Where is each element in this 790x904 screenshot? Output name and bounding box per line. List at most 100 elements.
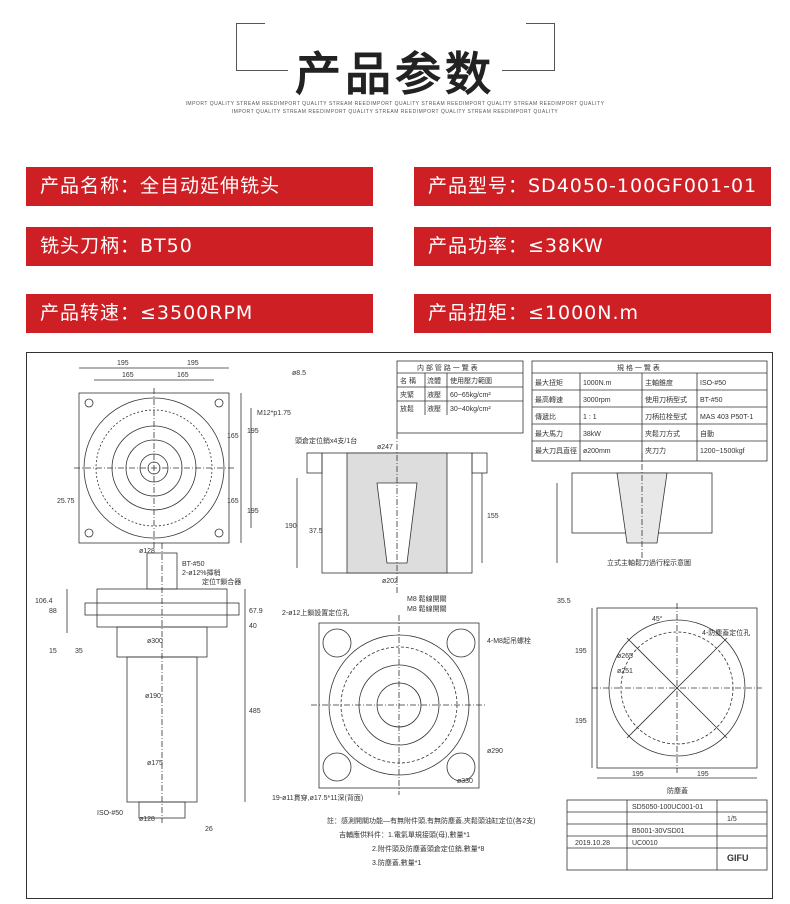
tagline-line1: IMPORT QUALITY STREAM REEDIMPORT QUALITY…	[185, 101, 605, 107]
dim-label: 195	[247, 508, 259, 515]
dim-label: 15	[49, 648, 57, 655]
title-underline-left	[236, 70, 288, 71]
title-block-code: UC0010	[632, 840, 658, 847]
dim-label: 195	[117, 360, 129, 367]
title-underline-right	[502, 70, 554, 71]
spec-speed: 产品转速：≤3500RPM	[26, 294, 373, 333]
spec-cell: 刀柄拉栓型式	[645, 412, 687, 421]
spec-tool-shank: 铣头刀柄：BT50	[26, 227, 373, 266]
dim-label: 195	[247, 428, 259, 435]
note-line: 註：感測開關功能—有無附件頭,有無防塵蓋,夾鬆頭油缸定位(各2支)	[327, 816, 535, 825]
dim-label: 67.9	[249, 608, 263, 615]
spec-cell: 最大扭矩	[535, 378, 563, 387]
dim-label: 防塵蓋	[667, 786, 688, 795]
dim-label: 88	[49, 608, 57, 615]
note-line: 2.附件頭及防塵蓋頭倉定位銷,數量*8	[372, 844, 485, 853]
spec-cell: 主軸錐度	[645, 378, 673, 387]
title-bracket-left	[236, 23, 265, 71]
dim-label: ø290	[487, 748, 503, 755]
spec-cell: 1 : 1	[583, 414, 597, 421]
dim-label: ø128	[139, 816, 155, 823]
pipe-cell: 液壓	[427, 404, 441, 413]
spec-cell: 38kW	[583, 431, 601, 438]
dim-label: 35	[75, 648, 83, 655]
spec-cell: ISO-#50	[700, 380, 726, 387]
title-block	[566, 799, 768, 871]
page-title: 产品参数	[295, 47, 495, 101]
spec-cell: 3000rpm	[583, 397, 611, 404]
dim-label: ø128	[139, 548, 155, 555]
spec-cell: BT-#50	[700, 397, 723, 404]
spec-cell: 夾刀力	[645, 446, 666, 455]
pipe-header-name: 名 稱	[400, 376, 416, 385]
note-line: 吉輔應供料件：1.電氣單規接頭(母),數量*1	[339, 830, 470, 839]
dim-label: 35.5	[557, 598, 571, 605]
dim-label: 195	[575, 718, 587, 725]
pipe-cell: 60~65kg/cm²	[450, 392, 491, 399]
title-block-scale: 1/5	[727, 816, 737, 823]
pipe-cell: 30~40kg/cm²	[450, 406, 491, 413]
dim-label: 立式主軸鬆刀過行程示意圖	[607, 558, 691, 567]
dim-label: ø190	[145, 693, 161, 700]
dim-label: 25.75	[57, 498, 75, 505]
spec-cell: 使用刀柄型式	[645, 395, 687, 404]
dim-label: ø247	[377, 444, 393, 451]
dim-label: 40	[249, 623, 257, 630]
pipe-table-title: 内 部 管 路 一 覽 表	[417, 363, 478, 372]
dim-label: 155	[487, 513, 499, 520]
dim-label: 定位T鎖合器	[202, 577, 241, 586]
dim-label: 485	[249, 708, 261, 715]
dim-label: 195	[697, 771, 709, 778]
header: 产品参数 IMPORT QUALITY STREAM REEDIMPORT QU…	[0, 0, 790, 125]
note-line: 3.防塵蓋,數量*1	[372, 858, 422, 867]
flange-circle-outer	[83, 397, 225, 539]
dim-label: 37.5	[309, 528, 323, 535]
dim-label: ø265	[617, 653, 633, 660]
title-block-logo: GIFU	[727, 853, 749, 863]
dim-label: 165	[177, 372, 189, 379]
spec-cell: 1200~1500kgf	[700, 448, 745, 455]
dim-label: 165	[227, 433, 239, 440]
spec-product-name: 产品名称：全自动延伸铣头	[26, 167, 373, 206]
dim-label: 4-防塵蓋定位孔	[702, 628, 750, 637]
spec-cell: 最大刀具直徑	[535, 446, 577, 455]
pipe-header-fluid: 流體	[427, 376, 441, 385]
dim-label: 195	[575, 648, 587, 655]
title-bracket-right	[526, 23, 555, 71]
dim-label: ø251	[617, 668, 633, 675]
spec-cell: 傳遞比	[535, 412, 556, 421]
dim-label: 4-M8起吊螺栓	[487, 636, 531, 645]
dim-label: ø300	[147, 638, 163, 645]
dim-label: M8 鬆線開關	[407, 594, 447, 603]
dim-label: 45°	[652, 615, 663, 623]
title-block-drawing-no: B5001-30VSD01	[632, 828, 685, 835]
dim-label: BT-#50	[182, 561, 205, 568]
dim-label: 頭倉定位銷x4支/1台	[295, 436, 357, 445]
dim-label: 2-ø12%挿梢	[182, 568, 221, 577]
spec-cell: 1000N.m	[583, 380, 612, 387]
spec-cell: ø200mm	[583, 448, 611, 455]
dim-label: 106.4	[35, 598, 53, 605]
dim-label: ø202	[382, 578, 398, 585]
spec-table-title: 規 格 一 覽 表	[617, 363, 660, 372]
engineering-drawing: 内 部 管 路 一 覽 表 名 稱 流體 使用壓力範圍 夾緊 液壓 60~65k…	[26, 352, 773, 899]
spec-cell: MAS 403 P50T-1	[700, 414, 753, 421]
dim-label: 195	[187, 360, 199, 367]
dim-label: 2-ø12上鎖設置定位孔	[282, 608, 349, 617]
dim-label: ø8.5	[292, 370, 306, 377]
pipe-cell: 夾緊	[400, 391, 414, 399]
spec-cell: 最高轉速	[535, 395, 563, 404]
dim-label: 165	[227, 498, 239, 505]
spec-product-model: 产品型号：SD4050-100GF001-01	[414, 167, 771, 206]
dim-label: 190	[285, 523, 297, 530]
dim-label: 165	[122, 372, 134, 379]
dim-label: M12*p1.75	[257, 410, 291, 417]
title-block-part: SD5050-100UC001-01	[632, 804, 703, 811]
pipe-cell: 放鬆	[400, 404, 414, 413]
tagline-line2: IMPORT QUALITY STREAM REEDIMPORT QUALITY…	[231, 109, 559, 115]
dim-label: 26	[205, 826, 213, 833]
pipe-cell: 液壓	[427, 390, 441, 399]
spec-cell: 自動	[700, 429, 714, 438]
dim-label: 19-ø11貫穿,ø17.5*11深(背面)	[272, 793, 363, 802]
spec-cell: 夾鬆刀方式	[645, 429, 680, 438]
